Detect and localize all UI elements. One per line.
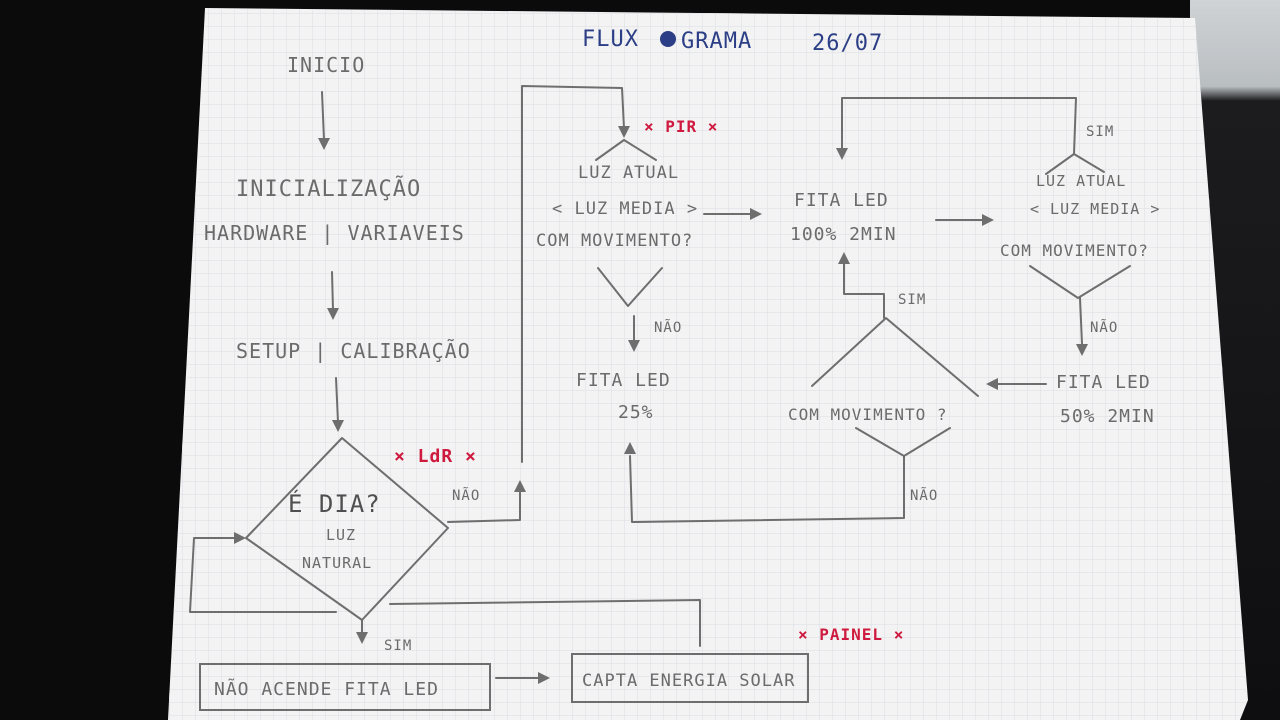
fita-25-line2: 25% (618, 402, 654, 423)
edge-inicio-init (321, 91, 325, 141)
decision-dia-line2: LUZ (326, 526, 356, 544)
fita-100-line2: 100% 2MIN (790, 224, 897, 245)
luz-atual-line3: COM MOVIMENTO? (536, 231, 693, 251)
filled-circle-icon (660, 31, 676, 47)
fita-25-line1: FITA LED (576, 370, 671, 391)
node-capta: CAPTA ENERGIA SOLAR (582, 671, 795, 691)
fita-50-line2: 50% 2MIN (1060, 406, 1155, 427)
label-nao-3: NÃO (1090, 319, 1118, 336)
title-part1: FLUX (582, 27, 639, 52)
grid-pattern (168, 8, 1248, 720)
fita-50-line1: FITA LED (1056, 372, 1151, 393)
decision-b-top (1045, 153, 1105, 175)
edge-mov-nao (629, 455, 905, 523)
edge-b-nao (1079, 297, 1083, 345)
edge-mov-sim-up (843, 263, 885, 319)
title-part2: GRAMA (681, 29, 752, 54)
edge-capta-loop (389, 599, 701, 647)
tag-painel: × PAINEL × (798, 625, 904, 644)
label-sim-3: SIM (898, 292, 926, 308)
arrowhead (986, 378, 998, 390)
arrowhead (838, 252, 850, 264)
arrowhead (618, 126, 630, 138)
edge-init-setup (331, 271, 334, 311)
box-nao-acende (199, 663, 491, 711)
decision-dia-line3: NATURAL (302, 554, 372, 572)
node-inicio: INICIO (287, 53, 365, 77)
edge-up-to-top (521, 85, 625, 463)
luz-atual-line1: LUZ ATUAL (578, 163, 679, 183)
luz-atual-b-line3: COM MOVIMENTO? (1000, 241, 1149, 260)
tag-ldr: × LdR × (394, 446, 477, 467)
arrowhead (624, 442, 636, 454)
arrowhead (1076, 344, 1088, 356)
node-setup: SETUP | CALIBRAÇÃO (236, 339, 471, 363)
arrowhead (318, 138, 330, 150)
decision-pir-top (595, 139, 625, 161)
decision-pir-top-r (623, 139, 657, 161)
decision-pir-bottom (597, 267, 663, 307)
label-nao-1: NÃO (452, 487, 480, 504)
node-init-line1: INICIALIZAÇÃO (236, 175, 421, 202)
box-capta (571, 653, 809, 703)
arrowhead (234, 532, 246, 544)
label-nao-2: NÃO (654, 319, 682, 336)
arrowhead (836, 148, 848, 160)
arrowhead (356, 632, 368, 644)
node-com-mov: COM MOVIMENTO ? (788, 405, 948, 424)
arrowhead (750, 208, 762, 220)
title-date: 26/07 (812, 31, 883, 56)
arrowhead (327, 308, 339, 320)
node-nao-acende: NÃO ACENDE FITA LED (214, 678, 439, 700)
decision-mov-top (811, 317, 979, 397)
decision-dia-line1: É DIA? (288, 489, 381, 518)
tag-pir: × PIR × (644, 117, 718, 136)
edge-nao-to-pir (447, 489, 521, 523)
node-init-line2: HARDWARE | VARIAVEIS (204, 221, 465, 245)
edge-loop-left (189, 537, 337, 613)
arrowhead (538, 672, 550, 684)
arrowhead (514, 480, 526, 492)
luz-atual-line2: < LUZ MEDIA > (552, 199, 698, 219)
luz-atual-b-line2: < LUZ MEDIA > (1030, 200, 1160, 218)
label-sim-1: SIM (384, 638, 412, 654)
arrowhead (982, 214, 994, 226)
arrowhead (332, 420, 344, 432)
decision-b-bottom (1029, 265, 1131, 299)
label-nao-4: NÃO (910, 487, 938, 504)
arrowhead (628, 340, 640, 352)
label-sim-2: SIM (1086, 124, 1114, 140)
edge-setup-decision (335, 377, 339, 423)
luz-atual-b-line1: LUZ ATUAL (1036, 172, 1126, 190)
edge-sim-loop-top (841, 97, 1077, 155)
fita-100-line1: FITA LED (794, 190, 889, 211)
